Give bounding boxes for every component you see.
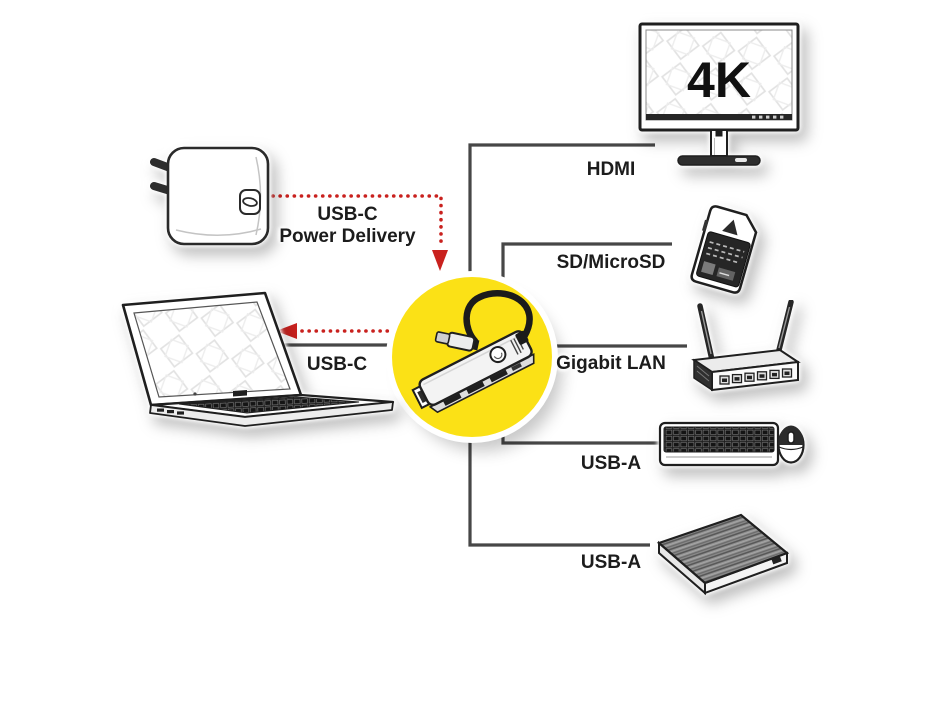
power-delivery-label-line1: USB-C [317, 204, 378, 225]
usba-drive-label: USB-A [580, 552, 642, 573]
sd-microsd-label: SD/MicroSD [556, 252, 666, 273]
arrow-left-icon [276, 323, 297, 339]
router-icon [688, 300, 808, 405]
usb-c-hub-icon [411, 290, 535, 414]
sd-card-icon [686, 196, 801, 306]
laptop-icon [95, 285, 400, 435]
hard-drive-icon [645, 505, 795, 597]
usba-keyboard-label: USB-A [580, 453, 642, 474]
hub-highlight-circle [392, 277, 552, 437]
power-adapter-icon [140, 140, 280, 252]
usbc-laptop-label: USB-C [306, 354, 368, 375]
gigabit-lan-label: Gigabit LAN [556, 353, 666, 374]
monitor-4k-icon: 4K [632, 18, 807, 168]
power-delivery-dotted-line [271, 194, 443, 246]
hdmi-label: HDMI [586, 159, 636, 180]
power-delivery-label: USB-C Power Delivery [240, 204, 455, 248]
power-delivery-label-line2: Power Delivery [279, 226, 416, 247]
arrow-down-icon [432, 250, 448, 271]
monitor-4k-badge: 4K [687, 52, 751, 108]
keyboard-mouse-icon [658, 417, 808, 479]
